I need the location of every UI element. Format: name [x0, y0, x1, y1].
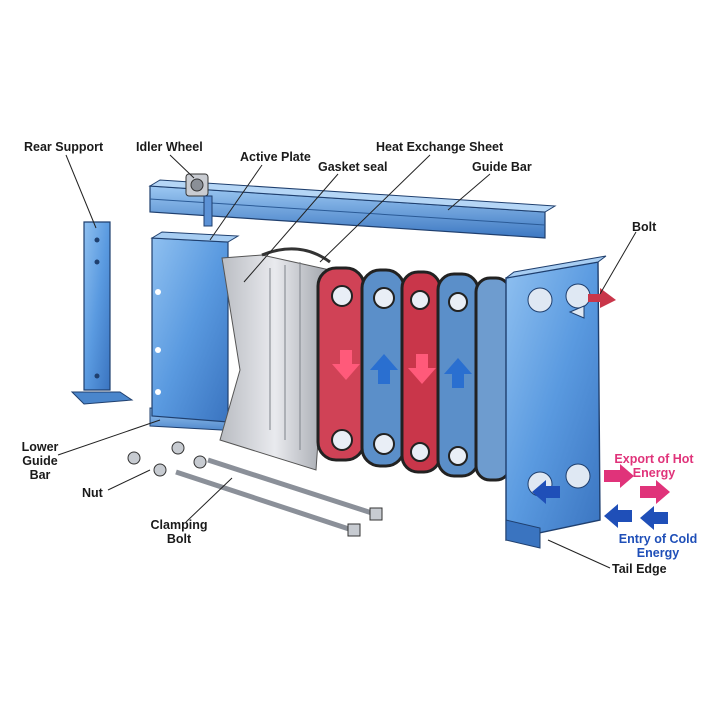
active-plate — [150, 231, 240, 423]
heat-exchange-sheet — [219, 247, 331, 471]
gasket-seal-label: Gasket seal — [318, 160, 388, 174]
clamping-bolt — [175, 457, 383, 537]
entry-cold-energy-label-line1: Entry of Cold — [618, 532, 698, 546]
heat-exchange-sheet-label: Heat Exchange Sheet — [376, 140, 504, 154]
entry-cold-energy-label: Entry of Cold Energy — [608, 532, 708, 560]
export-hot-energy-label-line2: Energy — [632, 466, 676, 480]
bolt-label: Bolt — [632, 220, 657, 234]
nut-label: Nut — [82, 486, 103, 500]
lower-guide-bar-label-line3: Bar — [29, 468, 51, 482]
hot-flow-arrow — [408, 354, 436, 384]
lower-guide-bar-label-line2: Guide — [22, 454, 58, 468]
entry-cold-energy-label-line2: Energy — [636, 546, 680, 560]
clamping-bolt-label: Clamping Bolt — [148, 518, 210, 546]
plate-pack — [316, 266, 512, 482]
rear-support-label: Rear Support — [24, 140, 104, 154]
rear-support — [70, 221, 134, 405]
nut — [127, 441, 207, 477]
clamping-bolt-label-line1: Clamping — [150, 518, 208, 532]
export-hot-energy-label-line1: Export of Hot — [614, 452, 694, 466]
lower-guide-bar-label-line1: Lower — [21, 440, 59, 454]
hot-flow-arrow — [332, 350, 360, 380]
guide-bar-label: Guide Bar — [472, 160, 532, 174]
fixed-end-plate — [505, 255, 607, 549]
idler-wheel-label: Idler Wheel — [136, 140, 203, 154]
tail-edge-label: Tail Edge — [612, 562, 667, 576]
leader-lines — [57, 154, 637, 569]
cold-flow-arrow — [444, 358, 472, 388]
clamping-bolt-label-line2: Bolt — [166, 532, 192, 546]
guide-bar — [148, 179, 557, 239]
export-hot-energy-label: Export of Hot Energy — [604, 452, 704, 480]
port-arrows — [532, 288, 670, 530]
idler-wheel — [185, 173, 213, 227]
active-plate-label: Active Plate — [240, 150, 311, 164]
cold-flow-arrow — [370, 354, 398, 384]
lower-guide-bar-label: Lower Guide Bar — [18, 440, 62, 482]
